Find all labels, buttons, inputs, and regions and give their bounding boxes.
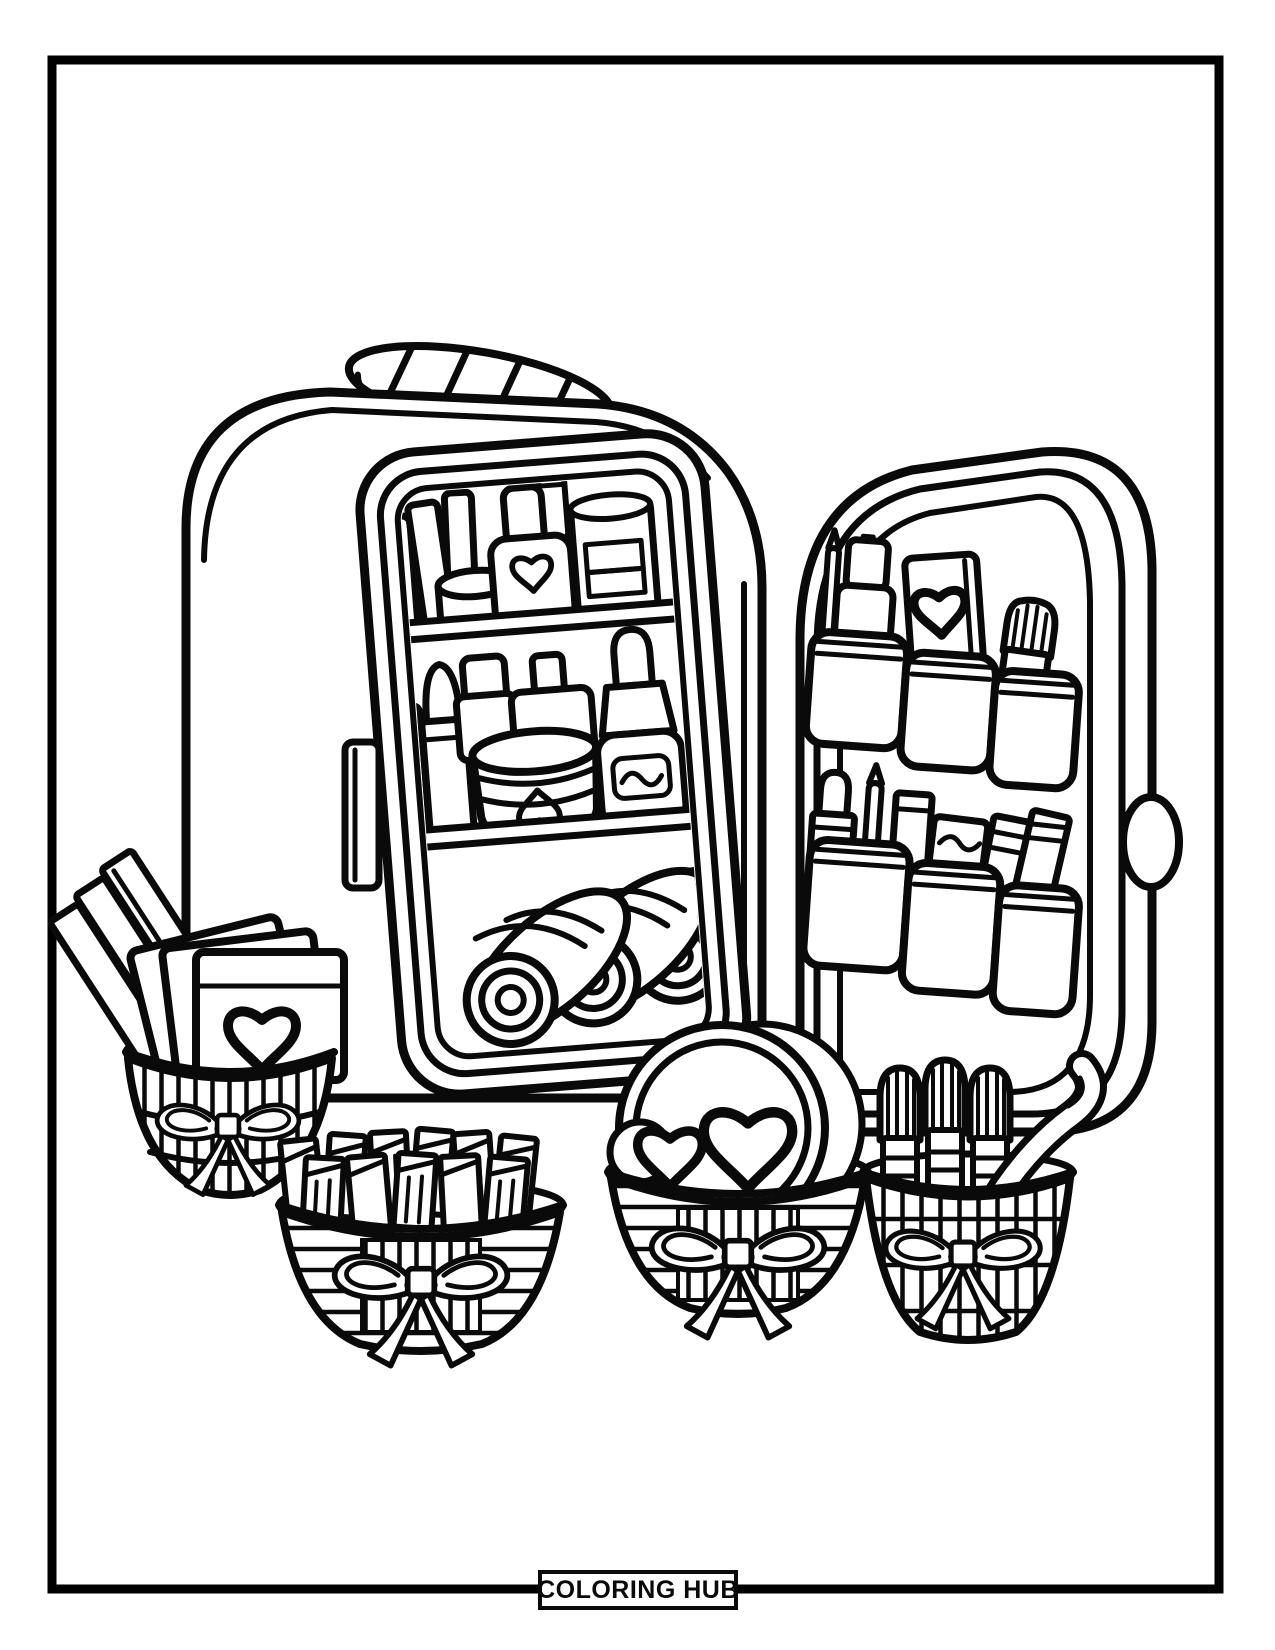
- curved-spoolie: [964, 1050, 1107, 1242]
- basket-lipsticks: [275, 1125, 567, 1366]
- basket-compacts: [604, 1020, 872, 1338]
- basket-palettes: [47, 848, 348, 1199]
- brand-label: COLORING HUB: [537, 1576, 739, 1604]
- pocket-pouches: [801, 628, 1083, 793]
- fridge-interior: [355, 429, 752, 1099]
- basket-brushes: [859, 1050, 1107, 1344]
- interior-jamb-line: [376, 450, 730, 1078]
- wave-polish-bottle: [594, 625, 690, 831]
- label-jar: [567, 491, 662, 625]
- pocket-pouches: [799, 836, 1083, 1019]
- brand-plate: COLORING HUB: [537, 1570, 739, 1610]
- beauty-fridge: [181, 334, 767, 1103]
- bristle-lines: [1010, 603, 1049, 654]
- door-handle: [1119, 793, 1183, 891]
- door-pocket-top: [801, 527, 1083, 793]
- brand-plate-box: [538, 1570, 738, 1610]
- fridge-side-handle: [341, 738, 383, 892]
- fanned-palettes: [126, 913, 348, 1084]
- towel-roll: [462, 887, 632, 1048]
- brush: [921, 1056, 969, 1205]
- fridge-door: [795, 447, 1183, 1137]
- door-pocket-bottom: [799, 762, 1083, 1019]
- interior-wall-line: [394, 468, 712, 1060]
